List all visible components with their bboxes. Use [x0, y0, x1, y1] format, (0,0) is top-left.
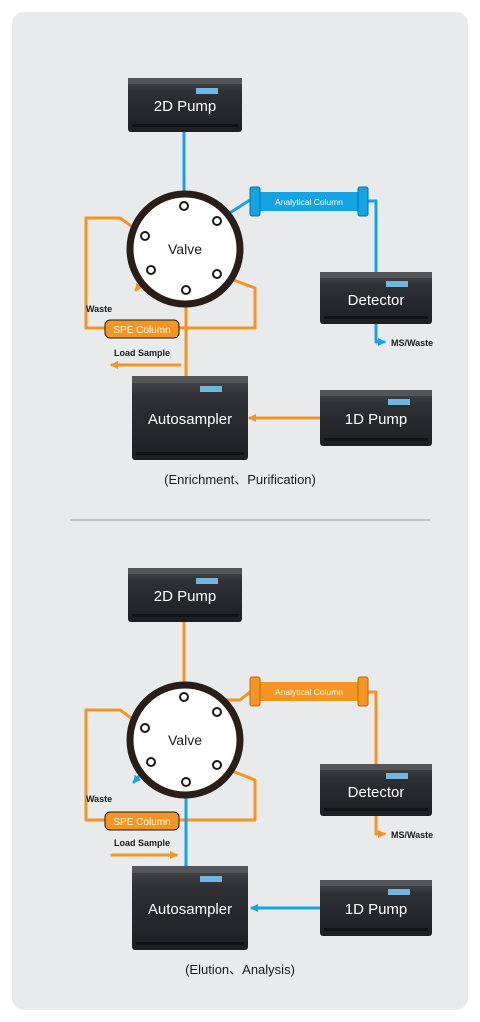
valve-port — [179, 692, 189, 702]
device-detector: Detector — [320, 272, 432, 324]
device-2d-pump: 2D Pump — [128, 78, 242, 132]
loop-spe-left — [84, 708, 147, 822]
spe-column-label: SPE Column — [113, 325, 170, 336]
1d-pump-label: 1D Pump — [345, 411, 408, 428]
spe-column: SPE Column — [104, 811, 180, 831]
diagram-enrichment: Valve Analytical Column SPE Column 2D Pu… — [84, 78, 433, 487]
valve-port — [212, 760, 222, 770]
loop-spe-left — [84, 216, 147, 330]
valve-port — [212, 269, 222, 279]
load-sample-label: Load Sample — [114, 838, 170, 848]
valve-port — [140, 231, 150, 241]
analytical-column: Analytical Column — [249, 186, 369, 217]
device-detector: Detector — [320, 764, 432, 816]
valve-port — [140, 723, 150, 733]
device-2d-pump: 2D Pump — [128, 568, 242, 622]
loop-spe-right — [176, 272, 257, 330]
ms-waste-label: MS/Waste — [391, 338, 433, 348]
autosampler-label: Autosampler — [148, 411, 232, 428]
valve-port — [212, 216, 222, 226]
detector-label: Detector — [348, 292, 405, 309]
ms-waste-label: MS/Waste — [391, 830, 433, 840]
diagram-panel — [12, 12, 468, 1010]
loop-spe-right — [176, 763, 257, 822]
diagram-elution: Valve Analytical Column SPE Column 2D Pu… — [84, 568, 433, 977]
analytical-column-label: Analytical Column — [275, 687, 343, 697]
waste-label: Waste — [86, 304, 112, 314]
waste-label: Waste — [86, 794, 112, 804]
spe-column: SPE Column — [104, 319, 180, 339]
load-sample-label: Load Sample — [114, 348, 170, 358]
2d-pump-label: 2D Pump — [154, 98, 217, 115]
line-detector-ms — [374, 814, 386, 838]
line-column-detector — [366, 199, 378, 274]
caption-enrichment: (Enrichment、Purification) — [164, 472, 316, 487]
device-autosampler: Autosampler — [132, 866, 248, 950]
caption-elution: (Elution、Analysis) — [185, 962, 295, 977]
valve-port — [146, 757, 156, 767]
analytical-column: Analytical Column — [249, 676, 369, 707]
spe-column-label: SPE Column — [113, 817, 170, 828]
valve-port — [146, 265, 156, 275]
device-1d-pump: 1D Pump — [320, 880, 432, 936]
valve-port — [181, 777, 191, 787]
autosampler-label: Autosampler — [148, 901, 232, 918]
analytical-column-label: Analytical Column — [275, 197, 343, 207]
line-column-detector — [366, 690, 378, 766]
valve-label: Valve — [168, 241, 202, 257]
valve-port — [179, 201, 189, 211]
valve-label: Valve — [168, 732, 202, 748]
device-1d-pump: 1D Pump — [320, 390, 432, 446]
valve-port — [212, 707, 222, 717]
device-autosampler: Autosampler — [132, 376, 248, 460]
line-detector-ms — [374, 322, 386, 346]
2d-pump-label: 2D Pump — [154, 588, 217, 605]
valve-port — [181, 285, 191, 295]
1d-pump-label: 1D Pump — [345, 901, 408, 918]
detector-label: Detector — [348, 784, 405, 801]
